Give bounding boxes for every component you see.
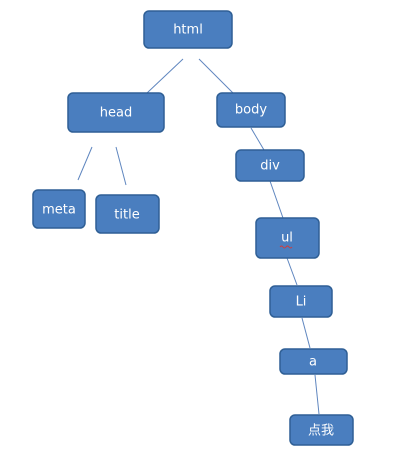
node-body: body (216, 92, 286, 128)
node-title: title (95, 194, 160, 234)
edge-body-div (250, 127, 265, 151)
node-head: head (67, 92, 165, 133)
edge-div-ul (269, 180, 284, 219)
node-a: a (279, 348, 348, 375)
node-title-label: title (114, 208, 139, 223)
node-meta: meta (32, 189, 86, 229)
edge-head-title (115, 146, 127, 186)
node-div: div (235, 149, 305, 182)
edge-html-body (198, 58, 234, 94)
edge-html-head (146, 58, 184, 94)
edge-a-leaf (314, 374, 320, 415)
node-head-label: head (100, 106, 132, 121)
node-ul-label: ul (281, 231, 293, 246)
node-meta-label: meta (42, 203, 76, 218)
node-html-label: html (173, 23, 203, 38)
node-leaf-label: 点我 (308, 424, 334, 439)
node-li: Li (269, 285, 333, 318)
node-li-label: Li (296, 295, 307, 310)
node-html: html (143, 10, 233, 49)
node-div-label: div (260, 159, 280, 174)
edge-li-a (301, 317, 311, 349)
node-a-label: a (309, 355, 317, 370)
node-ul: ul (255, 217, 320, 259)
edges (77, 58, 320, 415)
spellcheck-underline (279, 245, 293, 249)
node-leaf: 点我 (289, 414, 354, 446)
edge-head-meta (77, 146, 93, 181)
edge-ul-li (286, 257, 298, 286)
node-body-label: body (235, 103, 267, 118)
